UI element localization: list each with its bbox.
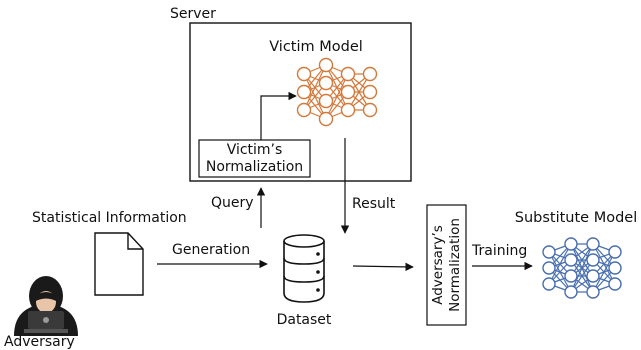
network-edge [325,73,349,120]
network-node [296,84,312,100]
server-box [189,22,412,182]
adversary-normalization-line1: Adversary’s [430,225,446,305]
network-node [318,57,334,73]
network-node [340,102,356,118]
adversary-label: Adversary [4,334,75,350]
network-node [318,111,334,127]
dataset-label: Dataset [277,312,332,328]
network-node [564,285,578,299]
normalization-to-model-arrow [260,91,297,140]
victim-normalization-line1: Victim’s [227,142,283,158]
result-label: Result [352,196,396,212]
adversary-normalization-box [426,204,467,326]
network-node [362,102,378,118]
network-edge [303,64,327,111]
training-label: Training [471,243,527,259]
victim-model-network [296,57,378,127]
substitute-model-network [542,237,622,299]
dataset-to-normalization-arrow [352,262,414,272]
network-node [586,253,600,267]
network-node [362,66,378,82]
network-node [296,102,312,118]
network-node [362,84,378,100]
network-node [542,277,556,291]
network-node [318,75,334,91]
network-edge [548,243,572,285]
network-node [608,261,622,275]
victim-normalization-box [198,139,311,178]
network-node [564,237,578,251]
dataset-icon [283,234,325,303]
network-node [542,245,556,259]
network-node [340,84,356,100]
network-node [608,277,622,291]
network-node [608,245,622,259]
document-icon [94,232,144,296]
victim-model-label: Victim Model [269,39,363,55]
query-label: Query [211,195,254,211]
network-node [586,269,600,283]
network-node [318,93,334,109]
network-edge [592,251,616,293]
adversary-icon [14,276,78,336]
server-label: Server [170,6,216,22]
network-node [564,269,578,283]
statistical-information-label: Statistical Information [32,210,187,226]
network-node [542,261,556,275]
victim-normalization-line2: Normalization [206,159,303,175]
adversary-normalization-line2: Normalization [447,218,463,312]
network-node [340,66,356,82]
network-node [564,253,578,267]
network-node [586,237,600,251]
network-edge [570,243,594,293]
generation-label: Generation [172,242,250,258]
network-node [296,66,312,82]
substitute-model-label: Substitute Model [515,210,638,226]
network-node [586,285,600,299]
